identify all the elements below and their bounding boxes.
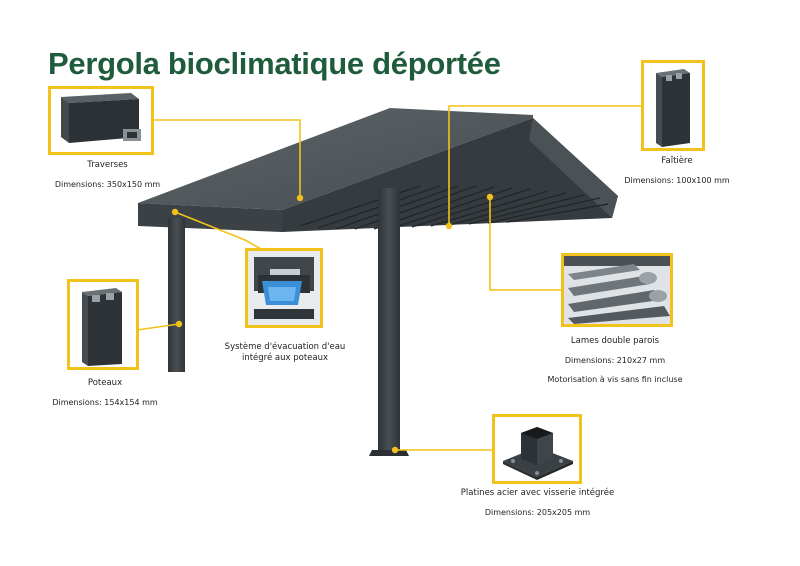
callout-dots xyxy=(171,193,494,454)
platines-thumbnail xyxy=(492,414,582,484)
callout-line-lames xyxy=(489,197,561,291)
drainage-system-icon xyxy=(248,251,320,325)
roof-top xyxy=(138,108,533,210)
louvers-icon xyxy=(564,256,670,324)
post-left xyxy=(168,218,185,372)
base-plate-icon xyxy=(503,427,573,480)
post-right-base-plate xyxy=(369,450,409,456)
lames-thumbnail xyxy=(561,253,673,327)
beam-profile-icon xyxy=(61,93,141,143)
poteaux-label: Poteaux Dimensions: 154x154 mm xyxy=(40,378,170,408)
poteaux-thumbnail xyxy=(67,279,139,370)
callout-line-traverses xyxy=(150,119,301,198)
ridge-profile-icon xyxy=(656,69,690,147)
lames-dimensions: Dimensions: 210x27 mm xyxy=(564,355,666,365)
platines-dimensions: Dimensions: 205x205 mm xyxy=(484,507,591,517)
platines-name: Platines acier avec visserie intégrée xyxy=(460,488,615,498)
faitiere-label: Faîtière Dimensions: 100x100 mm xyxy=(612,156,742,186)
poteaux-name: Poteaux xyxy=(87,378,123,388)
lames-name: Lames double parois xyxy=(570,336,660,346)
traverses-dimensions: Dimensions: 350x150 mm xyxy=(54,179,161,189)
evacuation-label: Système d'évacuation d'eau intégré aux p… xyxy=(220,342,350,363)
poteaux-dimensions: Dimensions: 154x154 mm xyxy=(52,397,158,407)
platines-label: Platines acier avec visserie intégrée Di… xyxy=(450,488,625,518)
traverses-label: Traverses Dimensions: 350x150 mm xyxy=(40,160,175,190)
callout-line-faitiere xyxy=(448,105,642,226)
callout-line-poteaux xyxy=(136,323,180,331)
page-title: Pergola bioclimatique déportée xyxy=(48,46,501,81)
lames-label: Lames double parois Dimensions: 210x27 m… xyxy=(540,336,690,385)
traverses-name: Traverses xyxy=(87,160,128,170)
post-right xyxy=(378,188,400,452)
faitiere-thumbnail xyxy=(641,60,705,151)
traverses-thumbnail xyxy=(48,86,154,155)
faitiere-dimensions: Dimensions: 100x100 mm xyxy=(624,175,730,185)
evacuation-name: Système d'évacuation d'eau intégré aux p… xyxy=(224,342,346,363)
evacuation-thumbnail xyxy=(245,248,323,328)
faitiere-name: Faîtière xyxy=(661,156,693,166)
lames-motorisation: Motorisation à vis sans fin incluse xyxy=(547,374,683,384)
post-profile-icon xyxy=(82,288,122,366)
